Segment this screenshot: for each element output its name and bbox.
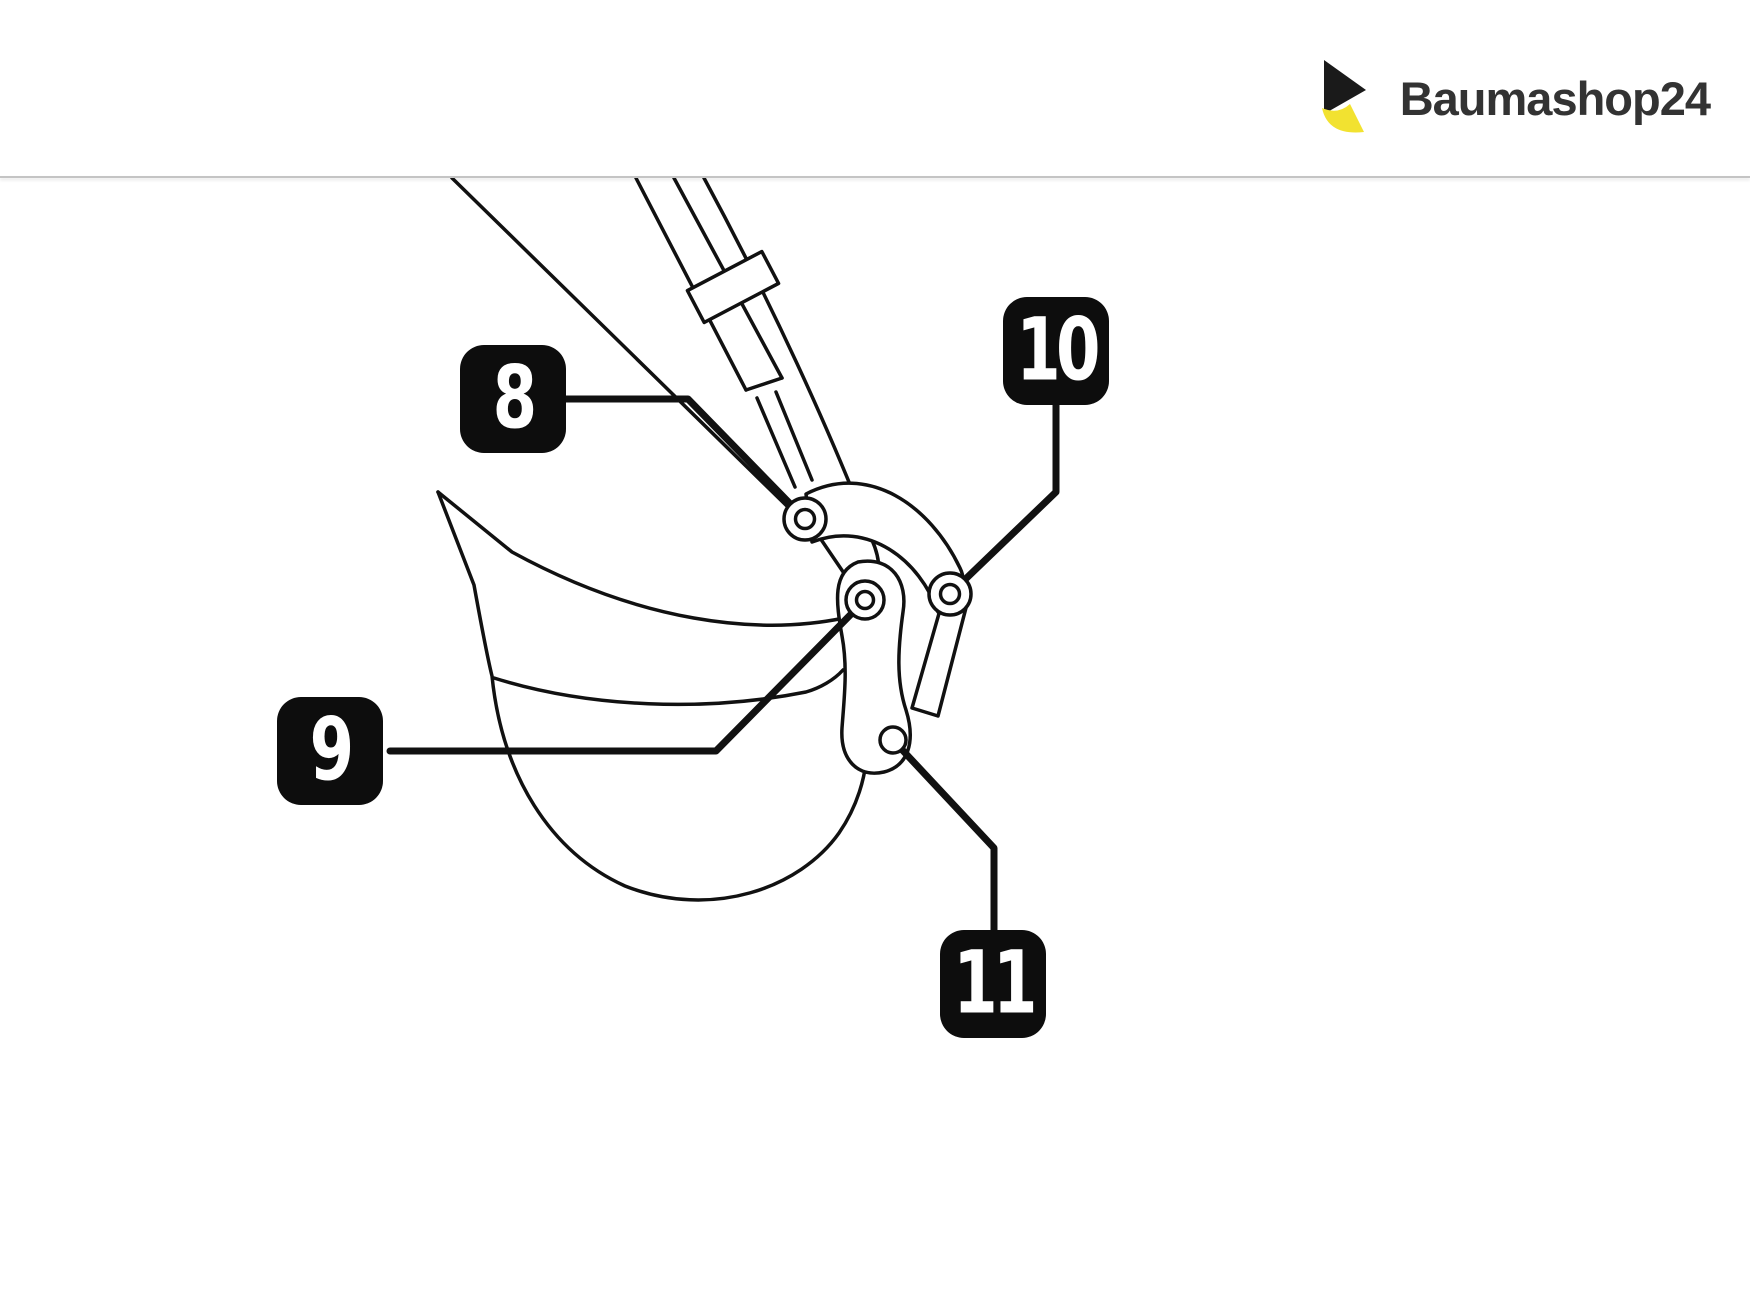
callout-8-label: 8: [493, 348, 538, 449]
pivot-pin-9: [844, 579, 886, 621]
callout-9: 9: [277, 697, 383, 805]
baumashop-logo-icon: [1321, 60, 1366, 133]
brand-name: Baumashop24: [1399, 71, 1711, 125]
callout-8: 8: [460, 345, 566, 453]
leader-line-10: [946, 400, 1060, 598]
leader-line-9: [386, 596, 869, 755]
pivot-pin-8: [782, 496, 828, 542]
pivot-pin-11: [878, 725, 908, 755]
leader-line-11: [889, 736, 998, 935]
callout-10: 10: [1003, 297, 1109, 405]
leader-lines: [386, 395, 1060, 935]
callout-11-label: 11: [953, 933, 1037, 1034]
hydraulic-cylinder: [634, 176, 814, 489]
side-link: [910, 598, 970, 718]
brand: Baumashop24: [1320, 58, 1711, 138]
header: Baumashop24: [0, 0, 1750, 176]
callout-9-label: 9: [310, 700, 355, 801]
bucket: [436, 490, 869, 902]
pivot-pin-10: [927, 571, 973, 617]
header-divider: [0, 176, 1750, 178]
callout-10-label: 10: [1016, 300, 1100, 401]
cylinder-collar: [685, 249, 781, 325]
leader-line-8: [562, 395, 809, 523]
callout-11: 11: [940, 930, 1046, 1038]
